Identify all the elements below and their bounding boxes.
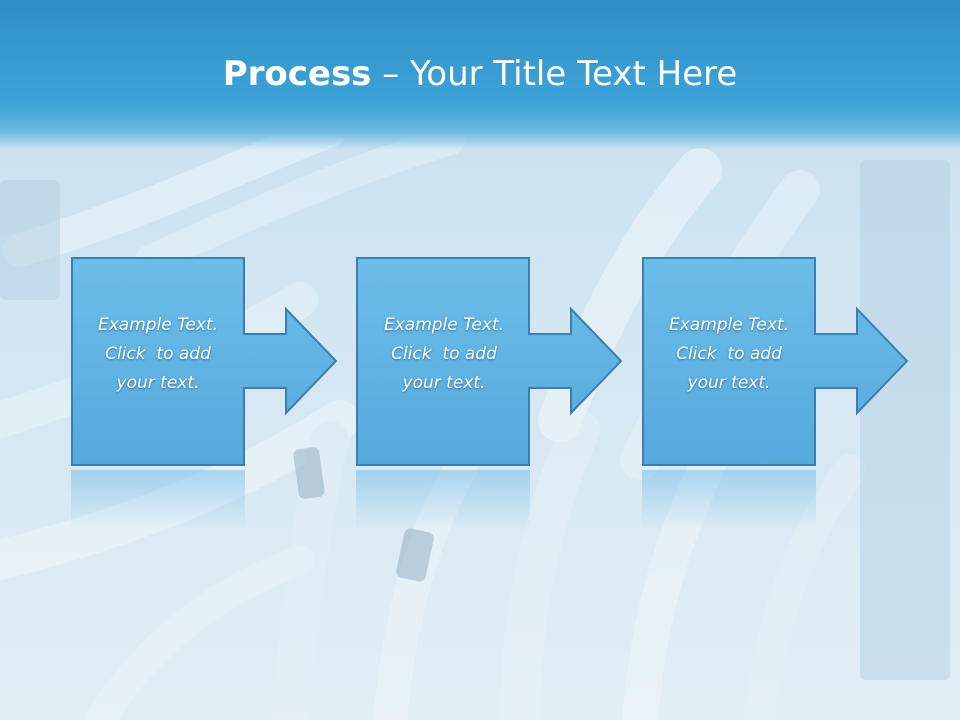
step-1-line-3: your text. bbox=[116, 373, 200, 393]
title-bold: Process bbox=[222, 54, 372, 94]
step-1-arrow-box[interactable] bbox=[71, 257, 338, 466]
step-3-line-1: Example Text. bbox=[668, 315, 790, 335]
step-1-line-1: Example Text. bbox=[97, 315, 219, 335]
step-2-arrow-box[interactable] bbox=[356, 257, 623, 466]
step-3-text[interactable]: Example Text. Click to add your text. bbox=[642, 311, 816, 398]
step-1-reflection bbox=[71, 470, 245, 530]
step-3-reflection bbox=[642, 470, 816, 530]
step-2-reflection bbox=[356, 470, 530, 530]
step-3-line-3: your text. bbox=[687, 373, 771, 393]
step-3-line-2: Click to add bbox=[676, 344, 782, 364]
step-1-text[interactable]: Example Text. Click to add your text. bbox=[71, 311, 245, 398]
step-2-line-3: your text. bbox=[402, 373, 486, 393]
step-2-line-1: Example Text. bbox=[383, 315, 505, 335]
title-bar: Process – Your Title Text Here bbox=[0, 0, 960, 150]
slide-title[interactable]: Process – Your Title Text Here bbox=[0, 52, 960, 96]
title-rest: – Your Title Text Here bbox=[371, 54, 738, 94]
step-3-arrow-box[interactable] bbox=[642, 257, 909, 466]
step-2-line-2: Click to add bbox=[391, 344, 497, 364]
step-1-line-2: Click to add bbox=[105, 344, 211, 364]
step-2-text[interactable]: Example Text. Click to add your text. bbox=[357, 311, 531, 398]
